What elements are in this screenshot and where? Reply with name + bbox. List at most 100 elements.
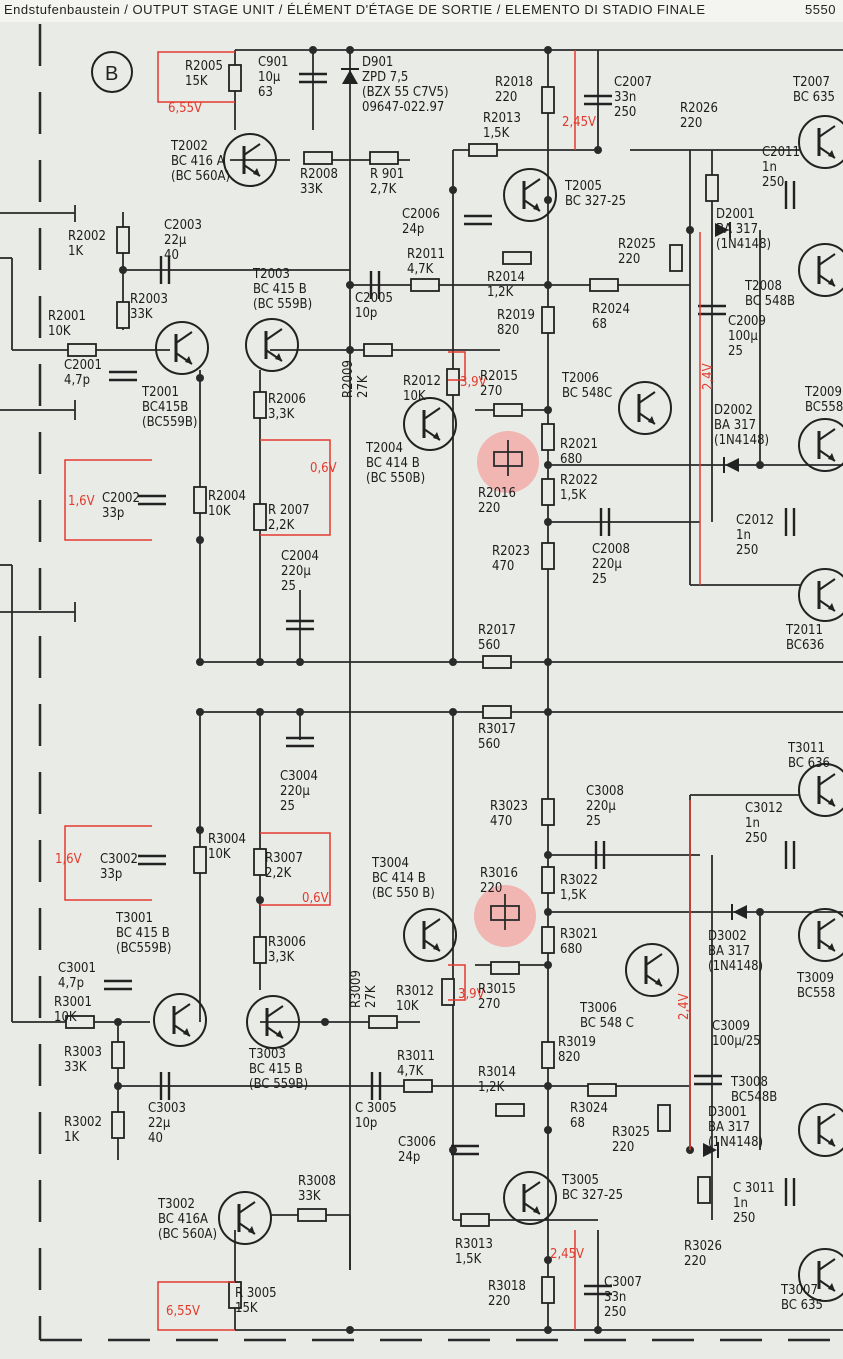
resistor-r2004 bbox=[193, 486, 207, 514]
capacitor-c3012 bbox=[784, 841, 796, 869]
page-number: 5550 bbox=[805, 2, 836, 17]
transistor-t3008 bbox=[798, 1103, 843, 1157]
resistor-r3009 bbox=[368, 1015, 398, 1029]
voltage-marks bbox=[64, 50, 701, 1331]
diode-d3001 bbox=[703, 1142, 719, 1158]
transistor-t3002 bbox=[218, 1191, 272, 1245]
diode-d3002 bbox=[731, 904, 747, 920]
resistor-r3023 bbox=[541, 798, 555, 826]
resistor-r2014 bbox=[502, 251, 532, 265]
resistor-r3014 bbox=[495, 1103, 525, 1117]
capacitors bbox=[104, 72, 796, 1296]
transistor-t2006 bbox=[618, 381, 672, 435]
voltage-label-655-bottom: 6,55V bbox=[166, 1304, 200, 1319]
resistor-r2015 bbox=[493, 403, 523, 417]
resistor-r2025 bbox=[669, 244, 683, 272]
resistor-r2012 bbox=[446, 368, 460, 396]
capacitor-c3001 bbox=[104, 979, 132, 991]
voltage-labels: 6,55V 2,45V 3,9V 1,6V 0,6V 2,4V 1,6V 0,6… bbox=[55, 101, 716, 1319]
resistor-r3013 bbox=[460, 1213, 490, 1227]
resistor-r2003 bbox=[116, 301, 130, 329]
board-outline bbox=[38, 24, 843, 1342]
resistor-r2022 bbox=[541, 478, 555, 506]
capacitor-c901 bbox=[299, 72, 327, 84]
resistor-r3024 bbox=[587, 1083, 617, 1097]
capacitor-c2008 bbox=[599, 508, 611, 536]
resistor-r3021 bbox=[541, 926, 555, 954]
resistor-r2008 bbox=[303, 151, 333, 165]
transistor-t3005 bbox=[503, 1171, 557, 1225]
resistor-r3018 bbox=[541, 1276, 555, 1304]
voltage-label-245-top: 2,45V bbox=[562, 115, 596, 130]
transistor-t2005 bbox=[503, 168, 557, 222]
resistor-r2006 bbox=[253, 391, 267, 419]
capacitor-c2012 bbox=[784, 508, 796, 536]
header-title: Endstufenbaustein / OUTPUT STAGE UNIT / … bbox=[4, 2, 706, 17]
capacitor-c3002 bbox=[138, 854, 166, 866]
resistor-r2017 bbox=[482, 655, 512, 669]
resistor-r3012 bbox=[441, 978, 455, 1006]
resistor-r2002 bbox=[116, 226, 130, 254]
resistor-r3006 bbox=[253, 936, 267, 964]
transistor-t3003 bbox=[246, 995, 300, 1049]
voltage-label-24-top: 2,4V bbox=[701, 363, 716, 390]
label-r2009: R200927K bbox=[341, 360, 371, 398]
transistor-t2011 bbox=[798, 568, 843, 622]
resistor-r2024 bbox=[589, 278, 619, 292]
resistor-r3004 bbox=[193, 846, 207, 874]
resistor-r2013 bbox=[468, 143, 498, 157]
transistor-t3007 bbox=[798, 1248, 843, 1302]
transistor-t2003 bbox=[245, 318, 299, 372]
resistor-r2021 bbox=[541, 423, 555, 451]
resistor-r3001 bbox=[65, 1015, 95, 1029]
transistor-t2001 bbox=[155, 321, 209, 375]
